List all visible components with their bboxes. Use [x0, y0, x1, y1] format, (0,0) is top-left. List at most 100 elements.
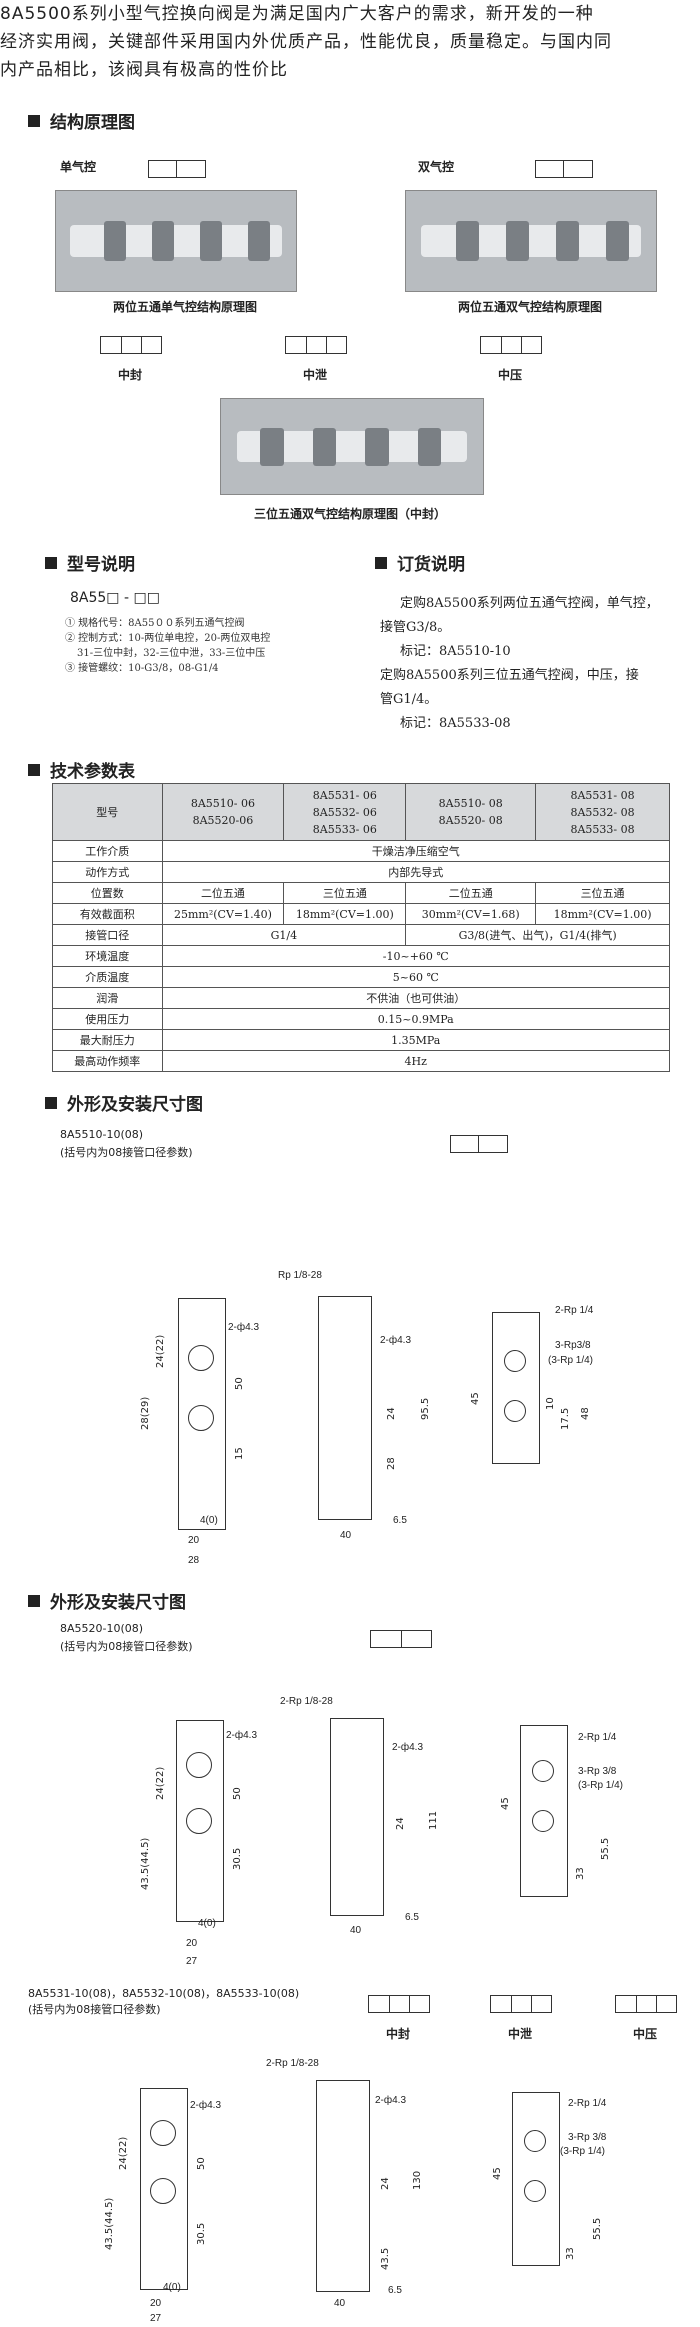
- dim-label: 28(29): [140, 1396, 151, 1430]
- order-line: 定购8A5500系列三位五通气控阀，中压，接: [380, 668, 639, 683]
- dim3-side-view: [316, 2080, 370, 2292]
- section-order-heading: 订货说明: [375, 550, 465, 575]
- dim-label: 43.5: [380, 2247, 391, 2270]
- table-cell: -10~+60 ℃: [161, 945, 670, 967]
- dim-label: 6.5: [388, 2285, 402, 2296]
- label-mid-closed: 中封: [117, 368, 142, 382]
- dim-label: 2-ф4.3: [228, 1322, 260, 1333]
- dim-label: 30.5: [196, 2222, 207, 2245]
- dim3-model: 8A5531-10(08)，8A5532-10(08)，8A5533-10(08…: [28, 1987, 300, 2000]
- dim2-note: (括号内为08接管口径参数): [60, 1640, 193, 1653]
- dim-label: 17.5: [560, 1407, 571, 1430]
- dim-label: 95.5: [420, 1397, 431, 1420]
- dim-label: 24: [395, 1817, 406, 1830]
- table-row: 位置数 二位五通三位五通二位五通三位五通: [52, 882, 670, 904]
- dim-label: 4(0): [198, 1918, 216, 1929]
- dim-label: 2-ф4.3: [375, 2095, 407, 2106]
- port-circle: [532, 1810, 554, 1832]
- dim-label: 48: [580, 1407, 591, 1420]
- dim-label: 24(22): [155, 1766, 166, 1800]
- square-icon: [28, 763, 40, 776]
- dim-label: (3-Rp 1/4): [560, 2146, 606, 2157]
- section-title: 结构原理图: [50, 113, 135, 133]
- symbol-mid-pressure: [615, 1995, 677, 2013]
- caption-three-position: 三位五通双气控结构原理图（中封）: [253, 507, 446, 521]
- dim-label: 4(0): [200, 1515, 218, 1526]
- table-cell: 4Hz: [161, 1050, 670, 1072]
- dim-label: 4(0): [163, 2282, 181, 2293]
- dim-label: 20: [186, 1938, 198, 1949]
- table-cell: 8A5531- 06 8A5532- 06 8A5533- 06: [283, 783, 407, 841]
- port-circle: [188, 1405, 214, 1431]
- dim-label: 6.5: [405, 1912, 419, 1923]
- table-cell: 18mm²(CV=1.00): [283, 903, 407, 925]
- square-icon: [45, 556, 57, 569]
- order-line: 定购8A5500系列两位五通气控阀，单气控，: [400, 596, 659, 611]
- port-circle: [532, 1760, 554, 1782]
- table-cell: G3/8(进气、出气)，G1/4(排气): [405, 924, 670, 946]
- caption-single: 两位五通单气控结构原理图: [112, 300, 257, 314]
- dim-label: 28: [188, 1555, 200, 1566]
- section-title: 型号说明: [67, 555, 135, 575]
- model-legend: ① 规格代号：8A55００系列五通气控阀 ② 控制方式：10-两位单电控，20-…: [65, 616, 365, 676]
- section-dim2-heading: 外形及安装尺寸图: [28, 1588, 186, 1613]
- port-circle: [504, 1350, 526, 1372]
- port-circle: [150, 2120, 176, 2146]
- label-mid-exhaust: 中泄: [507, 2027, 532, 2041]
- three-position-cutaway-image: [220, 398, 484, 495]
- order-line: 标记：8A5510-10: [400, 644, 511, 659]
- table-cell: 18mm²(CV=1.00): [535, 903, 670, 925]
- dim-label: (3-Rp 1/4): [548, 1355, 594, 1366]
- dim-label: 2-ф4.3: [190, 2100, 222, 2111]
- dim-label: 2-ф4.3: [226, 1730, 258, 1741]
- table-cell: 三位五通: [283, 882, 407, 904]
- legend-item: ① 规格代号：8A55００系列五通气控阀: [65, 618, 245, 629]
- order-line: 管G1/4。: [380, 692, 438, 707]
- table-cell: 润滑: [52, 987, 163, 1009]
- table-cell: 最大耐压力: [52, 1029, 163, 1051]
- port-circle: [186, 1752, 212, 1778]
- dim-label: 33: [575, 1867, 586, 1880]
- section-specs-heading: 技术参数表: [28, 757, 135, 782]
- port-circle: [186, 1808, 212, 1834]
- square-icon: [375, 556, 387, 569]
- table-cell: 1.35MPa: [161, 1029, 670, 1051]
- dim-label: 33: [565, 2247, 576, 2260]
- dim-label: 2-Rp 1/8-28: [280, 1696, 333, 1707]
- section-model-heading: 型号说明: [45, 550, 135, 575]
- dim-label: 30.5: [232, 1847, 243, 1870]
- table-cell: 干燥洁净压缩空气: [161, 840, 670, 862]
- table-cell: 8A5531- 08 8A5532- 08 8A5533- 08: [535, 783, 670, 841]
- intro-line: 经济实用阀，关键部件采用国内外优质产品，性能优良，质量稳定。与国内同: [0, 32, 612, 52]
- dim-label: 3-Rp3/8: [555, 1340, 591, 1351]
- intro-text: 8A5500系列小型气控换向阀是为满足国内广大客户的需求，新开发的一种 经济实用…: [0, 0, 640, 84]
- table-cell: 二位五通: [161, 882, 285, 904]
- label-mid-pressure: 中压: [497, 368, 522, 382]
- dim-label: 2-Rp 1/8-28: [266, 2058, 319, 2069]
- dim-label: 45: [470, 1392, 481, 1405]
- legend-item: ③ 接管螺纹：10-G3/8，08-G1/4: [65, 663, 219, 674]
- dim-label: 28: [386, 1457, 397, 1470]
- table-cell: 型号: [52, 783, 163, 841]
- dim-label: 43.5(44.5): [140, 1837, 151, 1890]
- section-title: 订货说明: [397, 555, 465, 575]
- square-icon: [28, 1594, 40, 1607]
- dim-label: 40: [340, 1530, 352, 1541]
- intro-line: 8A5500系列小型气控换向阀是为满足国内广大客户的需求，新开发的一种: [0, 4, 594, 24]
- dim-label: 55.5: [592, 2217, 603, 2240]
- dim-label: 50: [196, 2157, 207, 2170]
- model-code: 8A55□ - □□: [70, 590, 160, 606]
- valve-symbol-single: [148, 160, 206, 178]
- table-cell: 使用压力: [52, 1008, 163, 1030]
- symbol-mid-exhaust: [285, 336, 347, 354]
- dim-label: 50: [234, 1377, 245, 1390]
- table-row: 动作方式内部先导式: [52, 861, 670, 883]
- dim-label: (3-Rp 1/4): [578, 1780, 624, 1791]
- dim-label: 24(22): [118, 2136, 129, 2170]
- dim-label: 2-Rp 1/4: [568, 2098, 607, 2109]
- dim-label: 40: [350, 1925, 362, 1936]
- legend-item: ② 控制方式：10-两位单电控，20-两位双电控: [65, 633, 271, 644]
- dim-label: 2-ф4.3: [380, 1335, 412, 1346]
- dim-label: 3-Rp 3/8: [568, 2132, 607, 2143]
